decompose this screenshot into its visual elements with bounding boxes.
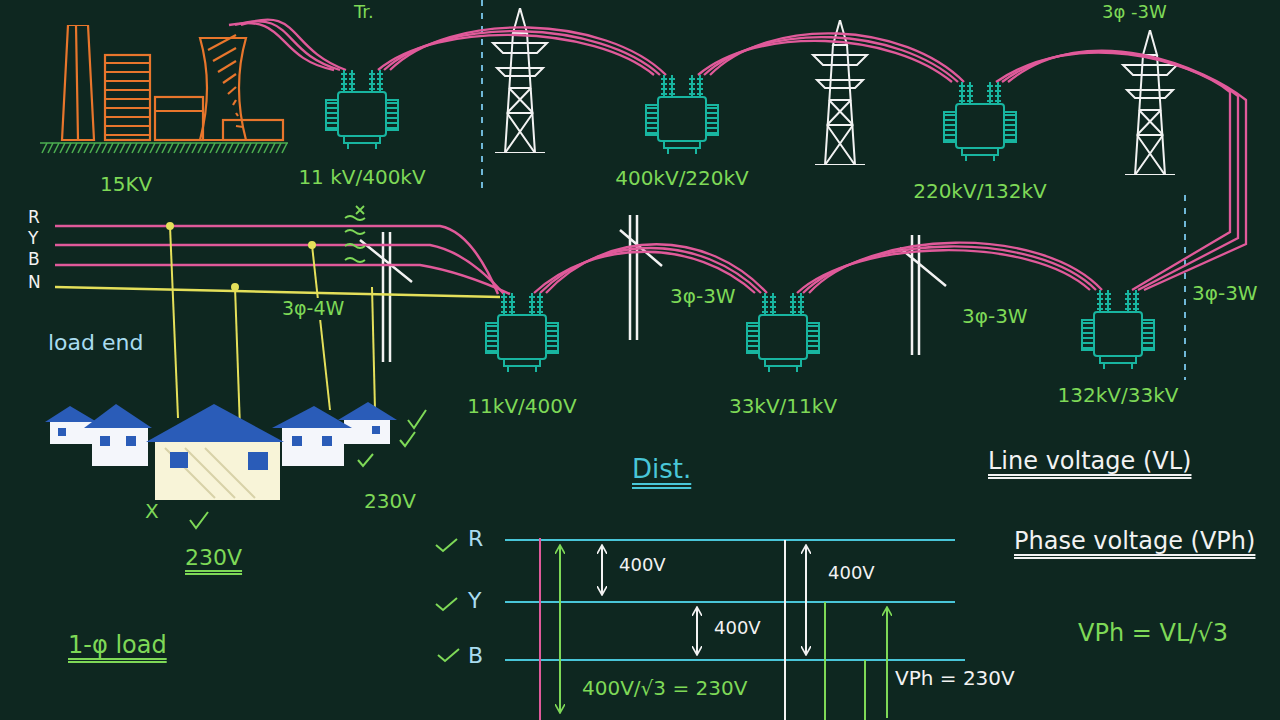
- transformer: 11kV/400V: [462, 293, 582, 418]
- voltage-label: 400V: [826, 563, 877, 584]
- definition-label: Line voltage (VL): [986, 448, 1193, 476]
- dashed-guides: [482, 0, 1185, 380]
- section-label: Dist.: [630, 455, 693, 485]
- phase-name: Y: [26, 229, 40, 249]
- transformer: 220kV/132kV: [908, 82, 1052, 203]
- check-marks: [190, 410, 459, 661]
- transformer: 11 kV/400kV: [293, 70, 431, 189]
- transformer: 33kV/11kV: [724, 293, 843, 418]
- transformer: 132kV/33kV: [1053, 290, 1184, 407]
- transformer-icon: [482, 293, 562, 373]
- transmission-line: [229, 19, 346, 70]
- note: load end: [46, 330, 145, 355]
- transmission-line: [797, 243, 1102, 293]
- distribution-wires: [55, 226, 510, 297]
- transformer-icon: [940, 82, 1020, 162]
- line-type-label: 3φ-4W: [280, 298, 346, 320]
- service-drops: [167, 223, 375, 428]
- transformer-rating: 33kV/11kV: [724, 395, 843, 418]
- transformer-icon: [322, 70, 402, 150]
- phase-name: B: [466, 643, 485, 668]
- line-type-label: 3φ -3W: [1100, 2, 1169, 23]
- note: 1-φ load: [66, 632, 169, 660]
- phase-lines: [505, 538, 965, 720]
- phase-name: B: [26, 250, 42, 270]
- voltage-label: 230V: [183, 545, 244, 570]
- power-plant: 15KV: [40, 25, 290, 196]
- transformer-rating: 220kV/132kV: [908, 180, 1052, 203]
- transformer-name: Tr.: [352, 2, 376, 23]
- transformer-marks: [345, 206, 365, 262]
- transmission-towers: [493, 8, 1177, 175]
- transformer-rating: 11 kV/400kV: [293, 166, 431, 189]
- transformer-rating: 11kV/400V: [462, 395, 582, 418]
- houses: [45, 402, 397, 500]
- formula: VPh = 230V: [893, 667, 1017, 690]
- transformer: 400kV/220kV: [610, 75, 754, 190]
- transmission-line: [996, 51, 1246, 290]
- transformer-icon: [642, 75, 722, 155]
- voltage-label: 15KV: [40, 173, 290, 196]
- transformer-rating: 400kV/220kV: [610, 167, 754, 190]
- neutral-name: N: [26, 273, 43, 293]
- voltage-label: 230V: [362, 490, 418, 513]
- formula: VPh = VL/√3: [1076, 620, 1230, 648]
- house-mark: X: [143, 500, 161, 523]
- phase-name: R: [466, 526, 485, 551]
- formula: 400V/√3 = 230V: [580, 677, 749, 700]
- power-plant-icon: [40, 25, 290, 155]
- voltage-label: 400V: [712, 618, 763, 639]
- distribution-poles: [360, 215, 946, 362]
- transformer-icon: [1078, 290, 1158, 370]
- phase-name: R: [26, 208, 42, 228]
- transmission-line: [378, 27, 666, 75]
- transmission-line: [698, 33, 964, 82]
- voltage-label: 400V: [617, 555, 668, 576]
- line-type-label: 3φ-3W: [1190, 282, 1260, 305]
- transformer-icon: [743, 293, 823, 373]
- transformer-rating: 132kV/33kV: [1053, 384, 1184, 407]
- phase-name: Y: [466, 588, 483, 613]
- definition-label: Phase voltage (VPh): [1012, 528, 1257, 556]
- line-type-label: 3φ-3W: [960, 305, 1030, 328]
- line-type-label: 3φ-3W: [668, 285, 738, 308]
